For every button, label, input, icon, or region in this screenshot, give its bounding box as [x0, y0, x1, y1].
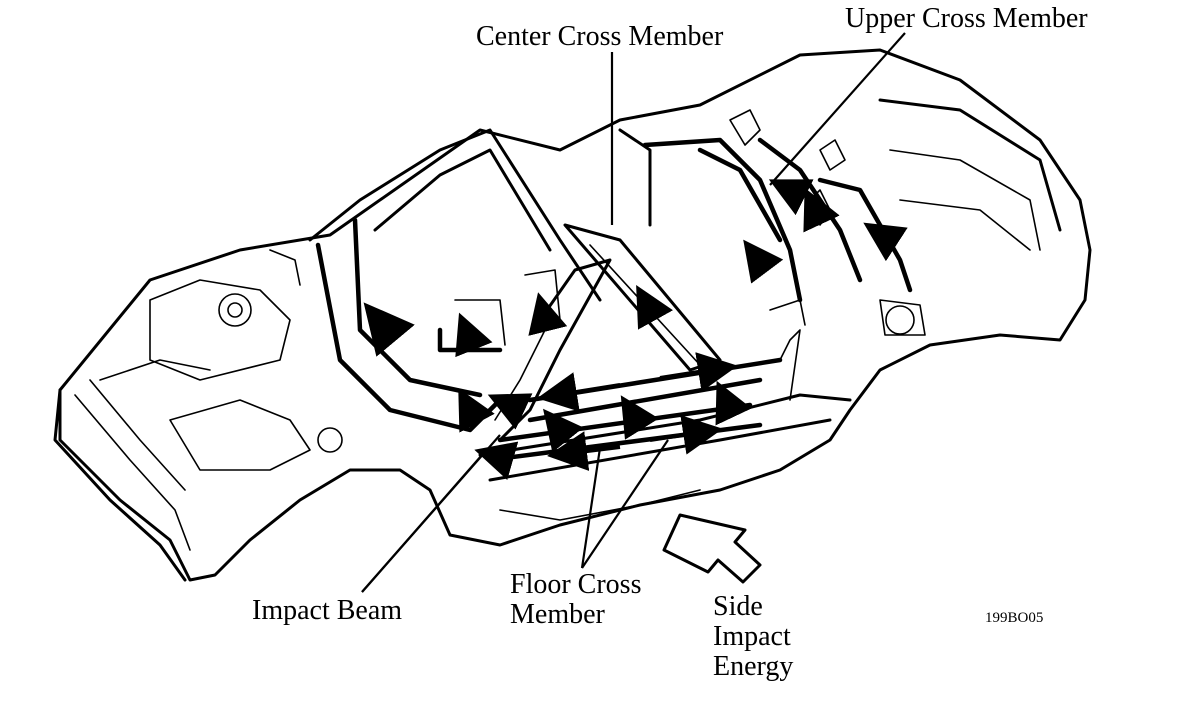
- rear-deck: [878, 98, 1062, 336]
- label-side-impact-line3: Energy: [713, 651, 794, 682]
- label-side-impact-line1: Side: [713, 591, 763, 622]
- floor-load-paths: [474, 299, 806, 481]
- rear-cockpit: [618, 109, 913, 303]
- label-center-cross-member: Center Cross Member: [476, 21, 724, 52]
- label-upper-cross-member: Upper Cross Member: [845, 3, 1088, 34]
- front-load-paths: [363, 269, 674, 433]
- figure-code: 199BO05: [985, 610, 1044, 626]
- label-floor-cross-member-line1: Floor Cross: [510, 569, 642, 600]
- upper-cross-member-arrows: [743, 179, 908, 284]
- label-side-impact-line2: Impact: [713, 621, 791, 652]
- body-outline: [53, 48, 1092, 582]
- label-impact-beam: Impact Beam: [252, 595, 403, 626]
- engine-bay: [99, 249, 343, 471]
- side-impact-arrow: [662, 513, 762, 584]
- label-floor-cross-member-line2: Member: [510, 599, 605, 630]
- leader-lines: [361, 32, 906, 593]
